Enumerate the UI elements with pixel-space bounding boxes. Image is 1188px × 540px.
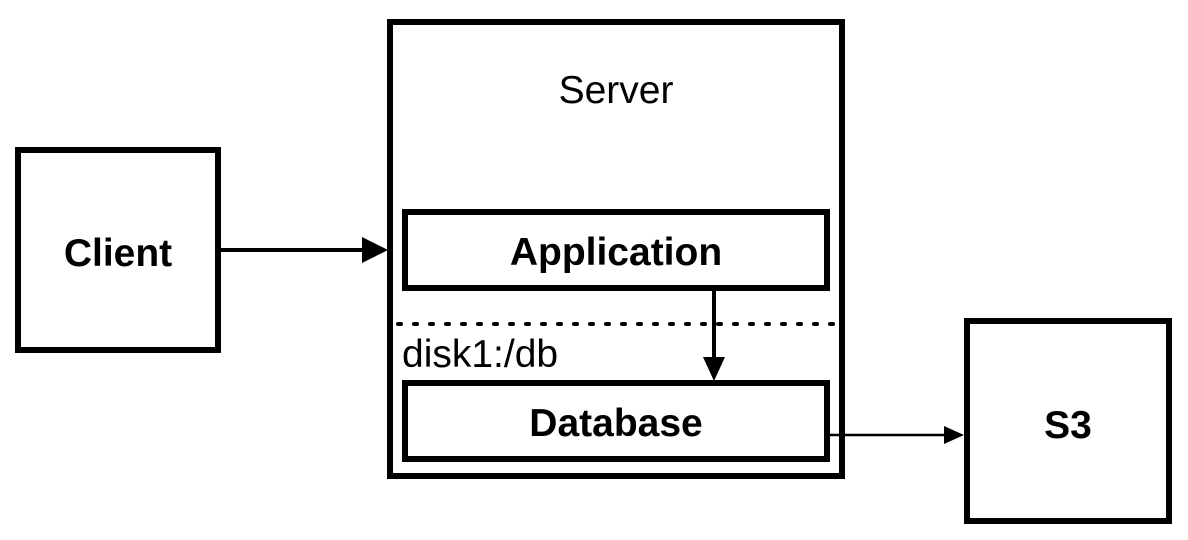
client-box bbox=[15, 147, 221, 353]
database-box bbox=[402, 380, 830, 462]
database-to-s3-arrow bbox=[830, 426, 964, 444]
application-box bbox=[402, 209, 830, 291]
application-node: Application bbox=[402, 209, 830, 291]
server-label: Server bbox=[559, 69, 674, 112]
application-to-database-arrow bbox=[703, 291, 725, 381]
disk-path-label: disk1:/db bbox=[402, 333, 558, 376]
database-label: Database bbox=[529, 402, 702, 445]
client-node: Client bbox=[15, 147, 221, 353]
application-label: Application bbox=[510, 231, 722, 274]
s3-box bbox=[964, 318, 1172, 524]
s3-node: S3 bbox=[964, 318, 1172, 524]
client-to-application-arrow bbox=[221, 237, 388, 263]
s3-label: S3 bbox=[1044, 404, 1092, 447]
database-node: Database bbox=[402, 380, 830, 462]
client-label: Client bbox=[64, 232, 172, 275]
